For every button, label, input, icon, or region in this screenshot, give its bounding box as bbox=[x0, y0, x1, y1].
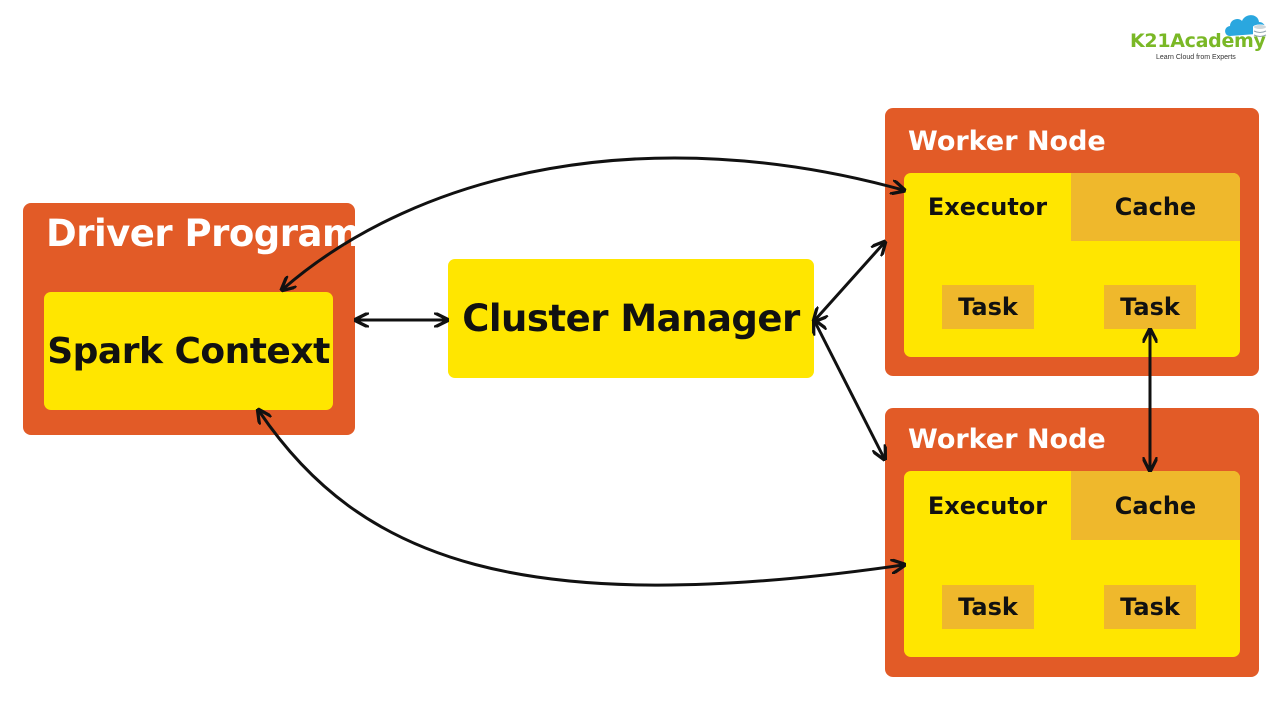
task-box: Task bbox=[942, 585, 1034, 629]
executor-label: Executor bbox=[927, 491, 1048, 520]
cache-box bbox=[1071, 173, 1240, 241]
task-box: Task bbox=[1104, 585, 1196, 629]
cache-label: Cache bbox=[1114, 491, 1197, 520]
executor-label: Executor bbox=[927, 193, 1048, 221]
arrow-cluster-manager-to-worker2 bbox=[815, 322, 884, 458]
arrow-cluster-manager-to-worker1 bbox=[815, 243, 884, 320]
arrow-context-to-worker1 bbox=[283, 156, 903, 289]
worker-node-title: Worker Node bbox=[908, 424, 1106, 455]
arrow-context-to-worker2 bbox=[259, 411, 903, 587]
cloud-database-icon bbox=[1225, 15, 1267, 37]
task-box: Task bbox=[1104, 285, 1196, 329]
cache-box bbox=[1071, 471, 1240, 540]
cache-label: Cache bbox=[1114, 193, 1197, 221]
logo-brand-text: K21Academy bbox=[1130, 30, 1266, 52]
spark-context-box: Spark Context bbox=[44, 292, 333, 410]
k21academy-logo: K21Academy Learn Cloud from Experts bbox=[1126, 10, 1272, 66]
worker-node-title: Worker Node bbox=[908, 126, 1106, 157]
logo-tagline: Learn Cloud from Experts bbox=[1156, 54, 1236, 61]
task-box: Task bbox=[942, 285, 1034, 329]
